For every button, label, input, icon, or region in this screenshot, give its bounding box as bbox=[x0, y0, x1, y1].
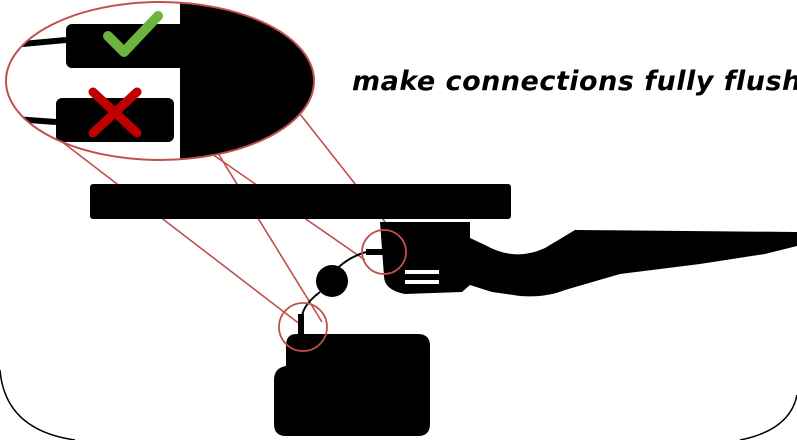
inline-control bbox=[316, 265, 348, 297]
module-connector-plug bbox=[298, 314, 304, 334]
boom-mount bbox=[380, 222, 797, 297]
zoom-bubble bbox=[5, 1, 315, 161]
frame-border bbox=[0, 369, 797, 440]
headset-bar bbox=[90, 184, 511, 219]
module-box bbox=[274, 334, 430, 436]
cross-icon bbox=[88, 87, 142, 138]
instruction-caption: make connections fully flush bbox=[352, 66, 797, 97]
mount-slot-2 bbox=[405, 280, 439, 284]
callout-circle-mount bbox=[361, 229, 407, 275]
mount-slot-1 bbox=[405, 270, 439, 274]
zoom-bubble-outline bbox=[5, 1, 315, 161]
mount-connector-plug bbox=[366, 249, 386, 255]
check-icon bbox=[103, 11, 163, 57]
callout-circle-module bbox=[278, 302, 328, 352]
plug-incorrect bbox=[56, 98, 174, 142]
